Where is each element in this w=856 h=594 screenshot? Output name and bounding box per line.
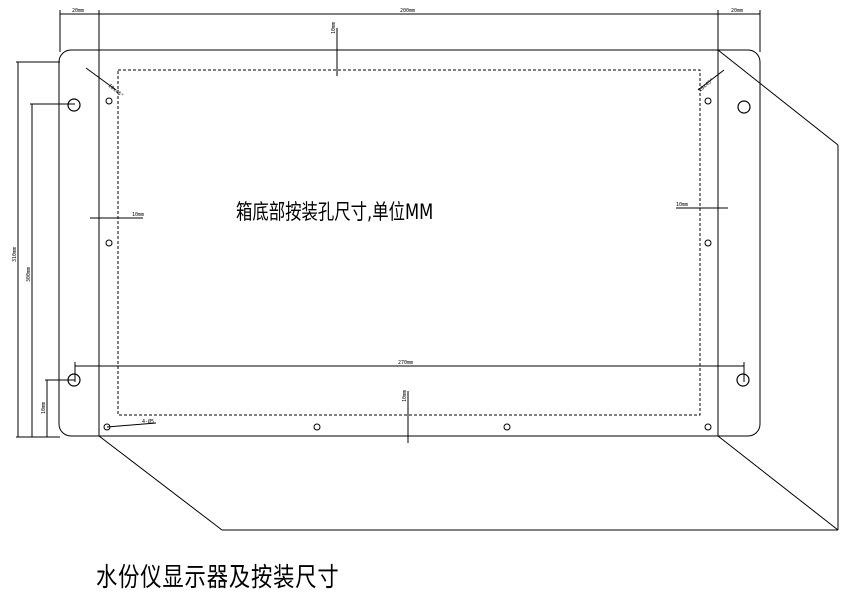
dim-label-left-inner: 300mm	[26, 267, 32, 282]
leader-corner-tl	[85, 67, 117, 91]
dim-label-corner-tl: 10x45°	[107, 83, 125, 99]
leader-corner-tr	[697, 69, 725, 91]
screw-hole	[704, 97, 712, 105]
box-edge-br	[717, 435, 839, 531]
drawing-caption: 水份仪显示器及按装尺寸	[96, 563, 340, 593]
box-edge-left	[98, 435, 223, 531]
screw-hole	[103, 423, 111, 431]
dim-label-bottom-vertical: 10mm	[402, 390, 408, 402]
dim-label-top-vertical: 10mm	[331, 22, 337, 34]
dim-label-inner-width: 270mm	[398, 360, 413, 366]
dim-label-hole: 4-Ø5	[142, 418, 154, 425]
dim-label-left-overall: 310mm	[12, 247, 18, 262]
dim-label-left-bottom: 10mm	[41, 402, 47, 414]
screw-hole	[503, 423, 511, 431]
screw-hole	[704, 239, 712, 247]
screw-hole	[313, 423, 321, 431]
dim-label-top-left: 20mm	[72, 8, 84, 14]
dim-label-left-side: 10mm	[132, 212, 144, 218]
mount-hole-tl	[67, 98, 81, 112]
dim-label-top-middle: 200mm	[400, 8, 415, 14]
mount-hole-br	[736, 373, 750, 387]
mount-hole-bl	[67, 373, 81, 387]
drawing-note: 箱底部按装孔尺寸,单位MM	[236, 200, 434, 224]
screw-hole	[105, 239, 113, 247]
leader-hole	[106, 422, 157, 428]
box-edge-top	[717, 49, 839, 146]
screw-hole	[704, 423, 712, 431]
dim-label-top-right: 20mm	[731, 8, 743, 14]
dashed-cutout	[117, 69, 701, 416]
mount-hole-tr	[737, 100, 751, 114]
outer-plate-outline	[58, 49, 761, 437]
screw-hole	[105, 97, 113, 105]
dim-label-right-side: 10mm	[676, 202, 688, 208]
